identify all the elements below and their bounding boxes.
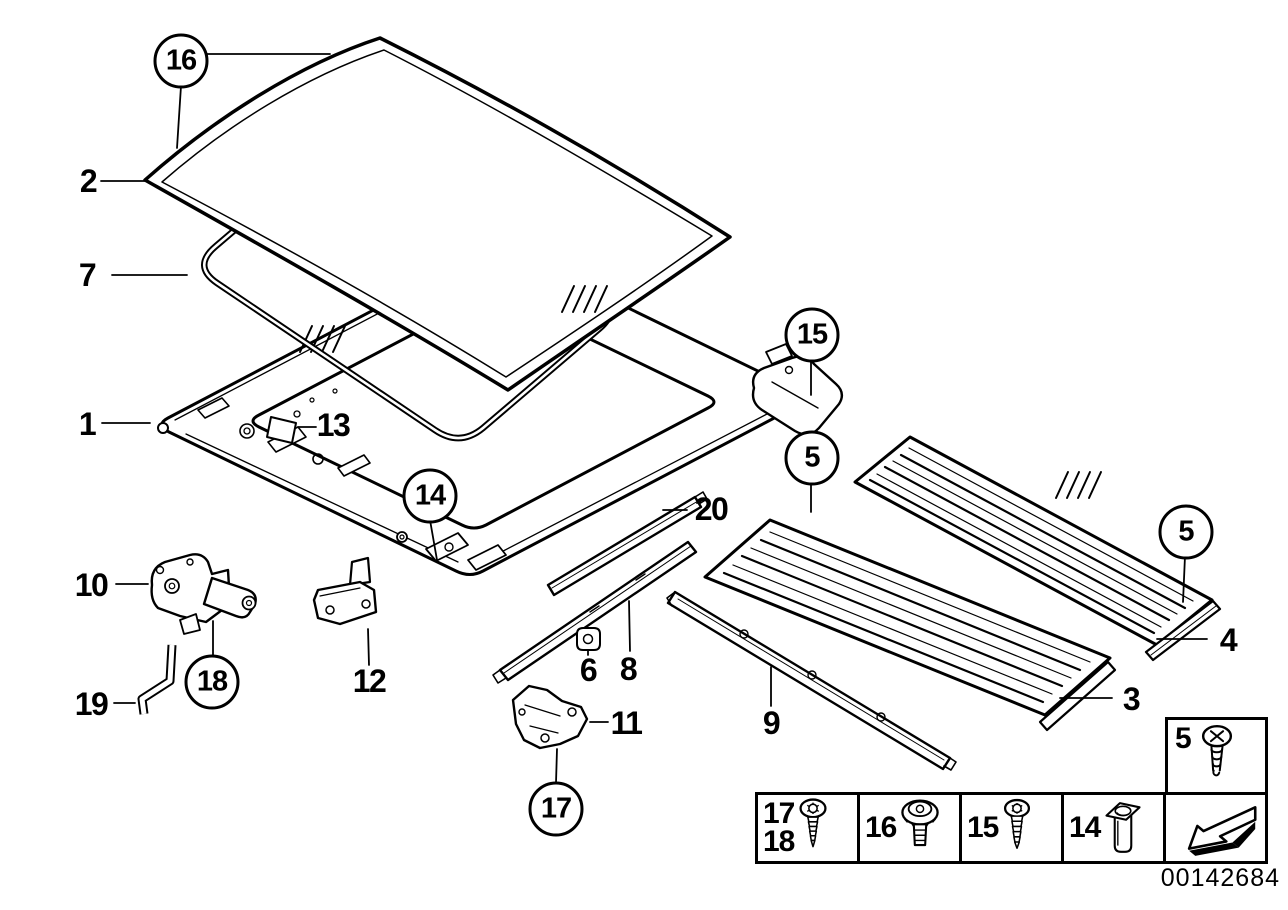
legend-cell-15: 15: [959, 795, 1061, 861]
rear-panel: [853, 435, 1222, 662]
front-panel: [703, 518, 1117, 732]
washer-head-screw-icon: [901, 799, 940, 847]
legend-cell-16: 16: [857, 795, 959, 861]
callout-7: 7: [78, 257, 97, 293]
callout-6: 6: [579, 652, 598, 688]
legend-cell-5: 5: [1165, 717, 1268, 795]
legend-label-17-18: 17 18: [763, 796, 795, 858]
hex-key: [137, 644, 177, 715]
callout-12: 12: [352, 663, 387, 699]
callout-17: 17: [528, 781, 584, 837]
callout-5-right: 5: [1158, 504, 1214, 560]
rail-9: [666, 590, 957, 771]
legend-cell-14: 14: [1061, 795, 1163, 861]
legend-label-5: 5: [1175, 722, 1192, 755]
roof-frame: [157, 246, 844, 576]
direction-arrow-icon: [1187, 806, 1257, 856]
callout-13: 13: [316, 407, 351, 443]
legend-label-16: 16: [865, 811, 897, 844]
legend-label-15: 15: [967, 811, 999, 844]
legend-label-14: 14: [1069, 811, 1101, 844]
callout-1: 1: [78, 406, 97, 442]
bracket-12: [312, 556, 378, 626]
leader-lines: [100, 53, 1208, 784]
callout-3: 3: [1122, 681, 1141, 717]
callout-20: 20: [694, 491, 729, 527]
phillips-screw-icon: [1201, 724, 1232, 777]
legend-cell-17-18: 17 18: [758, 795, 857, 861]
legend-label-18: 18: [763, 825, 795, 858]
callout-10: 10: [74, 567, 109, 603]
callout-2: 2: [79, 163, 98, 199]
callout-8: 8: [619, 651, 638, 687]
callout-14: 14: [402, 468, 458, 524]
legend-cell-arrow: [1163, 795, 1265, 861]
callout-9: 9: [762, 705, 781, 741]
expansion-rivet-icon: [1105, 802, 1141, 853]
callout-16: 16: [153, 33, 209, 89]
callout-15: 15: [784, 307, 840, 363]
glass-panel: [143, 36, 732, 392]
legend-label-17: 17: [763, 796, 795, 830]
nut-6: [576, 627, 601, 651]
guide-rails: [492, 491, 708, 684]
part-number: 00142684: [1160, 864, 1280, 892]
callout-5-left: 5: [784, 430, 840, 486]
callout-11: 11: [610, 705, 643, 741]
torx-screw-icon: [799, 798, 827, 848]
fastener-legend: 17 18 16 15: [755, 792, 1268, 864]
callout-4: 4: [1219, 622, 1238, 658]
callout-18: 18: [184, 654, 240, 710]
bracket-11: [511, 684, 589, 750]
drive-motor: [150, 553, 257, 635]
label-sticker: [266, 416, 297, 444]
callout-19: 19: [74, 686, 109, 722]
torx-screw-icon: [1004, 798, 1031, 849]
